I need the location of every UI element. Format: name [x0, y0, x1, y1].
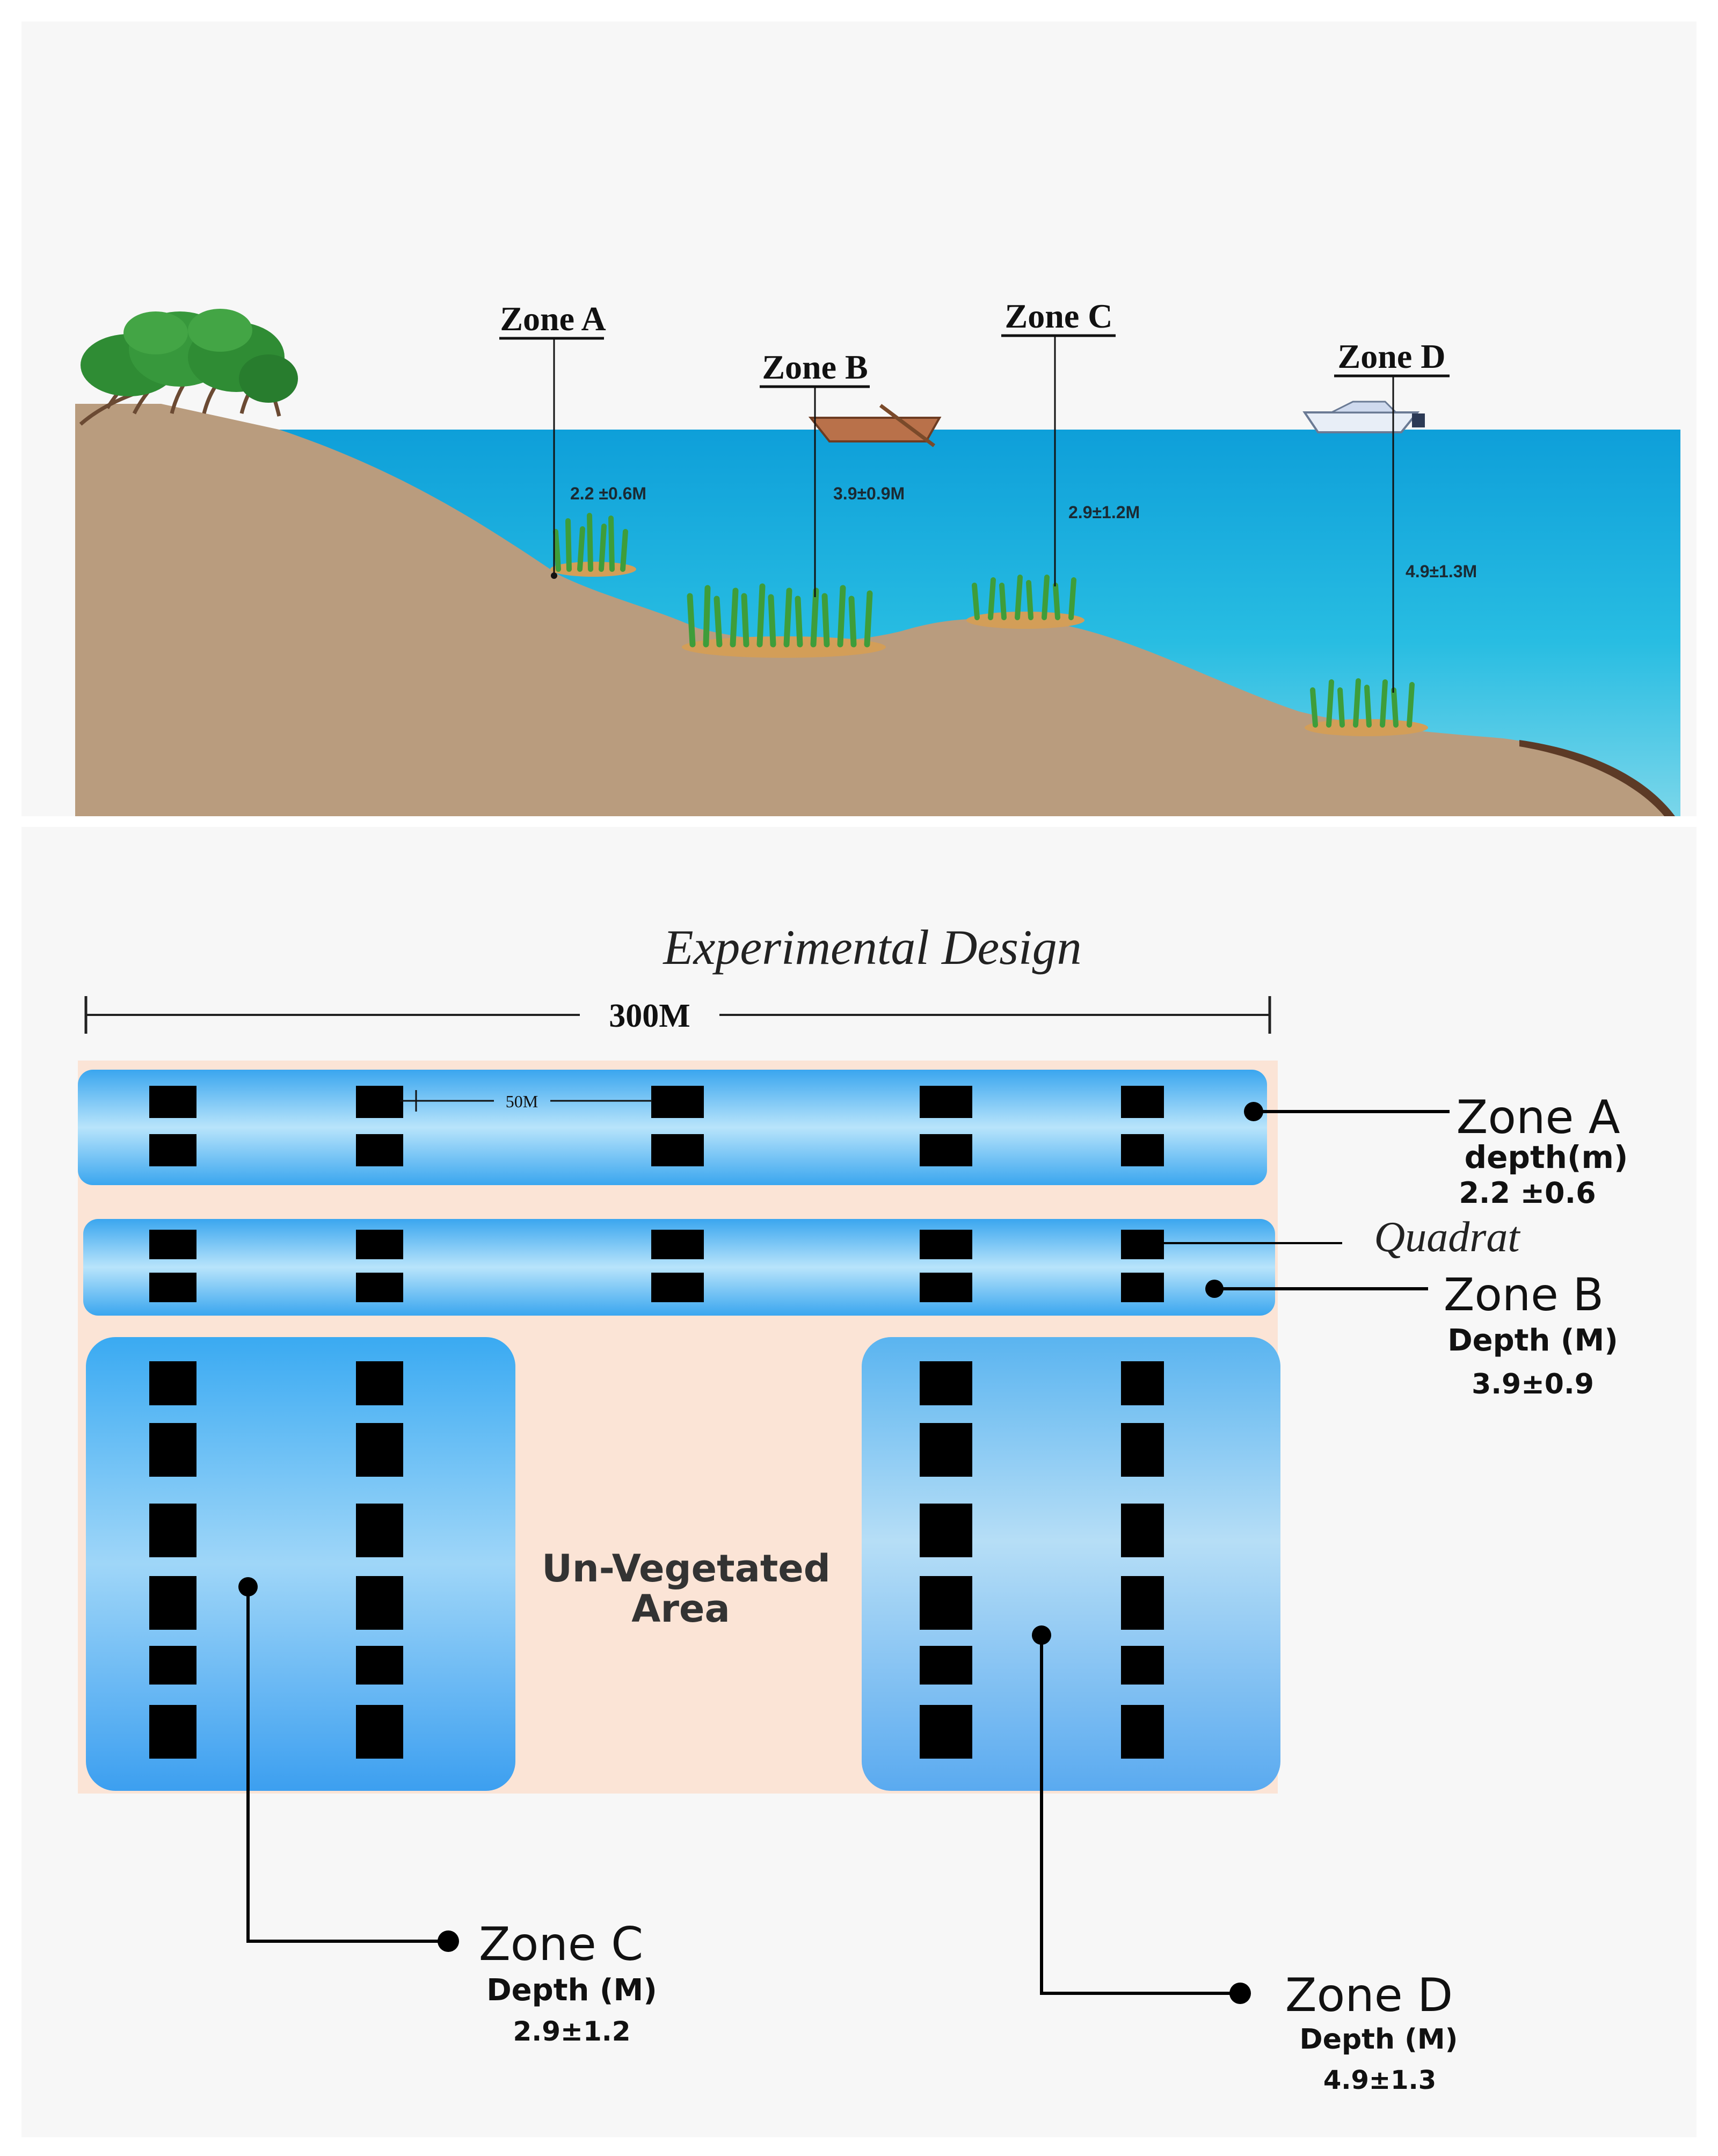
- zone-b-callout: [1205, 1280, 1428, 1298]
- unvegetated-label: Un-Vegetated Area: [542, 1547, 831, 1631]
- zone-d-depth: 4.9±1.3M: [1406, 562, 1477, 581]
- zone-a-callout: [1244, 1102, 1450, 1121]
- zone-d-legend-name: Zone D: [1285, 1969, 1453, 2022]
- quadrat-label: Quadrat: [1374, 1214, 1520, 1261]
- quadrats-zone-a: [149, 1086, 1164, 1166]
- zone-c-pointer: [1001, 334, 1116, 586]
- sea-cross-section: [75, 404, 1680, 816]
- zone-c-legend: Zone C Depth (M) 2.9±1.2: [479, 1918, 657, 2047]
- mangrove-tree: [79, 309, 298, 426]
- zone-d-pointer: [1334, 374, 1450, 693]
- zone-d-callout: [1032, 1625, 1251, 2004]
- zone-b-depth: 3.9±0.9M: [833, 484, 905, 503]
- zone-a-title: Zone A: [500, 300, 606, 338]
- zone-b-legend-depth: 3.9±0.9: [1472, 1368, 1594, 1400]
- spacing-marker: [400, 1090, 652, 1112]
- width-label: 300M: [609, 998, 690, 1034]
- zone-c-legend-name: Zone C: [479, 1918, 643, 1971]
- zone-b-title: Zone B: [762, 348, 868, 386]
- quadrats-zone-c: [149, 1361, 403, 1759]
- zone-c-legend-depth-label: Depth (M): [486, 1973, 657, 2008]
- zone-d-legend: Zone D Depth (M) 4.9±1.3: [1285, 1969, 1458, 2095]
- zone-a-legend: Zone A depth(m) 2.2 ±0.6: [1456, 1091, 1628, 1210]
- zone-a-legend-depth: 2.2 ±0.6: [1459, 1176, 1596, 1210]
- zone-b-legend: Zone B Depth (M) 3.9±0.9: [1444, 1268, 1618, 1400]
- zone-a-depth: 2.2 ±0.6M: [570, 484, 646, 503]
- width-scale: [84, 996, 1271, 1034]
- motor-boat-icon: [1302, 401, 1425, 433]
- rowing-boat-icon: [808, 404, 942, 447]
- design-title: Experimental Design: [662, 920, 1081, 975]
- seagrass-zone-b: [682, 583, 886, 658]
- zone-b-pointer: [760, 385, 870, 597]
- zone-d-title: Zone D: [1338, 337, 1446, 375]
- unvegetated-line-2: Area: [631, 1587, 730, 1631]
- zone-d-legend-depth-label: Depth (M): [1300, 2023, 1458, 2056]
- zone-a-legend-depth-label: depth(m): [1465, 1139, 1628, 1175]
- zone-c-depth: 2.9±1.2M: [1068, 503, 1140, 522]
- zone-a-legend-name: Zone A: [1456, 1091, 1620, 1144]
- unvegetated-line-1: Un-Vegetated: [542, 1547, 831, 1591]
- zone-c-callout: [238, 1577, 459, 1952]
- sea-bed: [75, 404, 1670, 816]
- zone-b-legend-name: Zone B: [1444, 1268, 1604, 1321]
- seabed-edge: [1519, 740, 1675, 816]
- quadrats-zone-d: [920, 1361, 1164, 1759]
- quadrats-zone-b: [149, 1230, 1164, 1302]
- zone-b-legend-depth-label: Depth (M): [1447, 1323, 1618, 1358]
- seagrass-zone-a: [550, 513, 636, 577]
- zone-c-legend-depth: 2.9±1.2: [513, 2016, 630, 2047]
- seagrass-zone-c: [966, 575, 1084, 629]
- seagrass-zone-d: [1305, 678, 1428, 736]
- spacing-label: 50M: [506, 1092, 538, 1111]
- zone-d-legend-depth: 4.9±1.3: [1323, 2065, 1436, 2095]
- zone-a-pointer: [499, 337, 604, 579]
- zone-c-title: Zone C: [1005, 297, 1113, 335]
